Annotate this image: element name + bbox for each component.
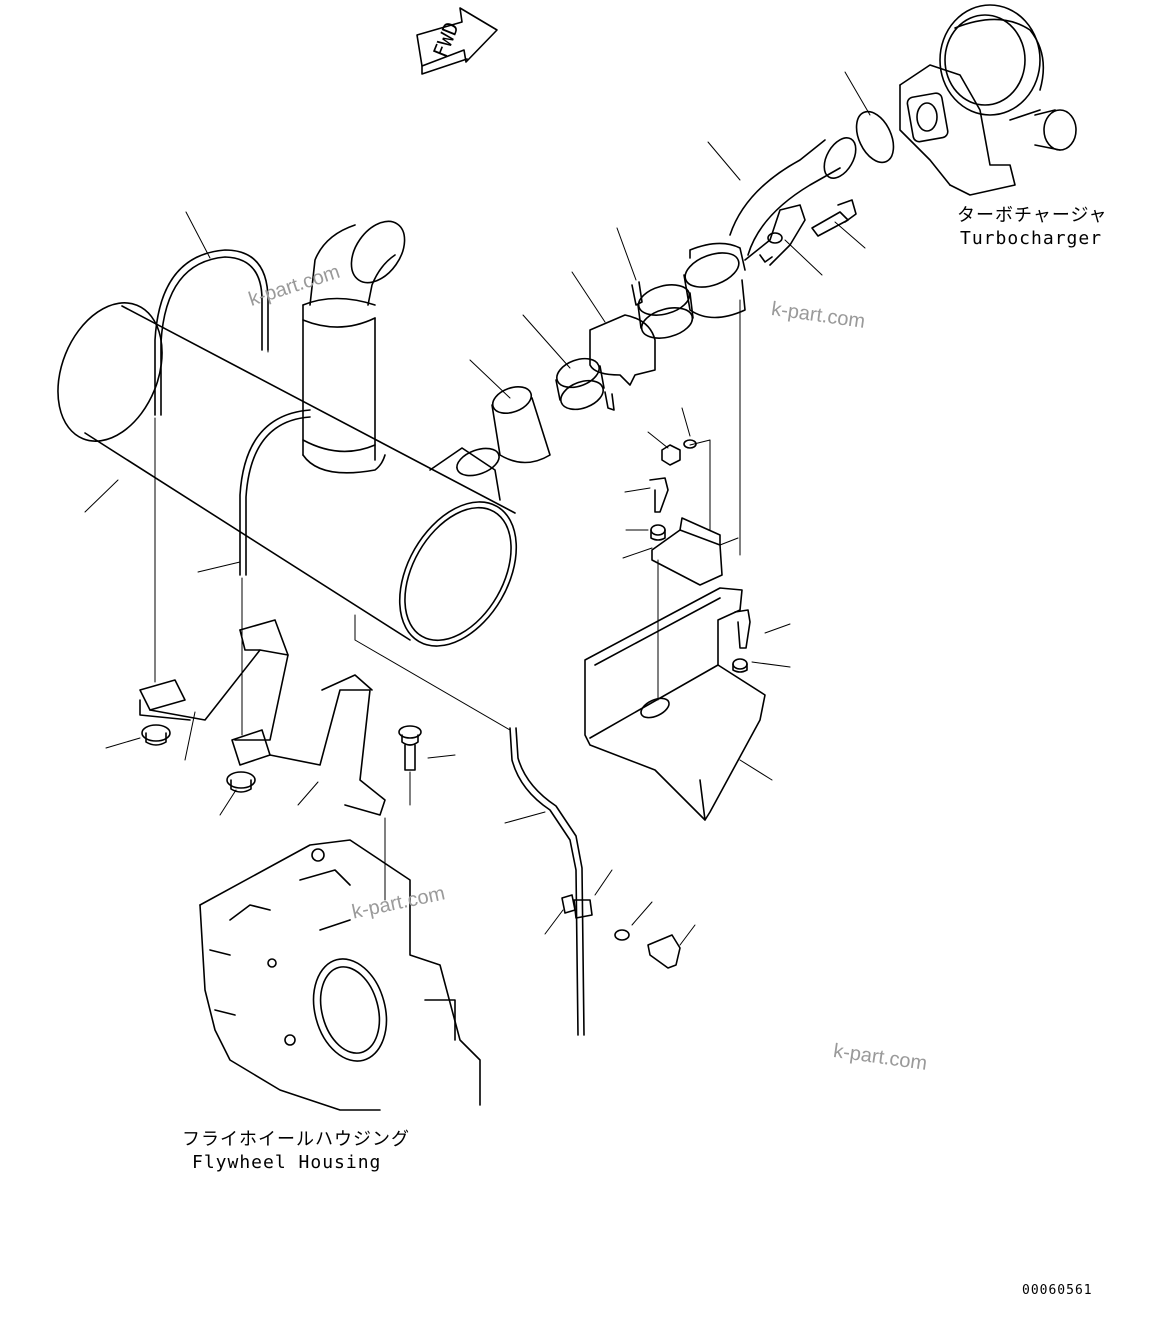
drain-tube (509, 727, 593, 1036)
small-bracket (651, 517, 723, 586)
leader-lines (84, 71, 871, 946)
fwd-arrow (416, 7, 498, 75)
gasket (855, 110, 895, 164)
bracket-bolt (398, 725, 422, 771)
small-fasteners (649, 439, 751, 673)
tube-clamp-hardware (614, 929, 681, 969)
flywheel-label-en: Flywheel Housing (192, 1152, 382, 1173)
muffler (57, 302, 518, 647)
exhaust-stack (302, 220, 406, 474)
flange-nuts (141, 724, 256, 793)
turbocharger (899, 4, 1077, 196)
muffler-brackets (139, 619, 386, 816)
elbow-bolt (767, 199, 857, 244)
turbocharger-label-en: Turbocharger (960, 228, 1103, 249)
drawing-code: 00060561 (1022, 1283, 1093, 1298)
exhaust-bellows (491, 281, 694, 464)
flywheel-housing (199, 839, 481, 1111)
u-bolts (154, 249, 311, 576)
turbocharger-label-jp: ターボチャージャ (957, 205, 1108, 226)
exhaust-elbow (683, 137, 857, 319)
flywheel-label-jp: フライホイールハウジング (182, 1129, 410, 1150)
